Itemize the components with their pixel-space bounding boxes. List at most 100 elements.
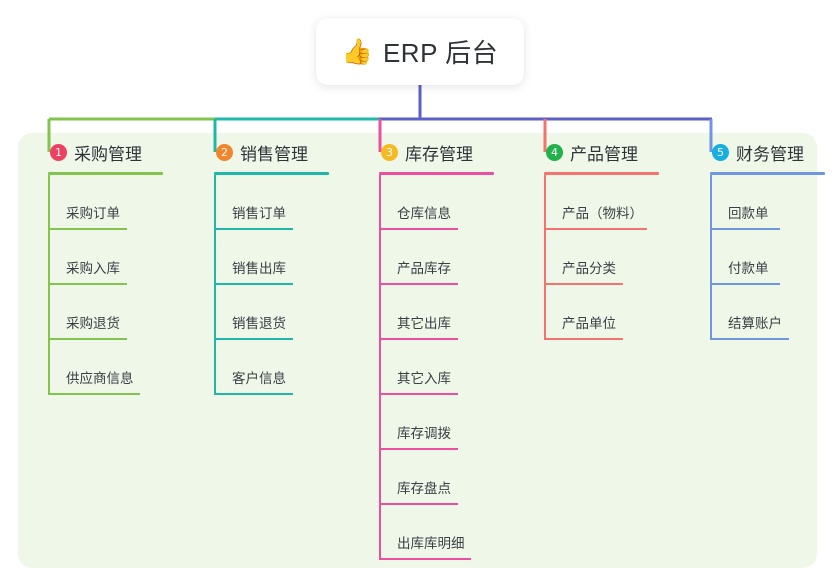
branch-spine <box>379 175 381 560</box>
branch-item-label: 客户信息 <box>232 371 286 386</box>
branch-item-underline <box>379 558 471 560</box>
branch-item[interactable]: 销售退货 <box>198 285 329 340</box>
branch-item-label: 销售退货 <box>232 316 286 331</box>
branch-item-label: 产品分类 <box>562 261 616 276</box>
branch-item-underline <box>379 283 458 285</box>
branch-item[interactable]: 产品分类 <box>528 230 659 285</box>
branch-item[interactable]: 销售出库 <box>198 230 329 285</box>
branch-item-label: 结算账户 <box>728 316 782 331</box>
branch-item-list: 仓库信息产品库存其它出库其它入库库存调拨库存盘点出库库明细 <box>363 175 494 560</box>
root-node[interactable]: 👍 ERP 后台 <box>316 18 524 85</box>
branch-title: 产品管理 <box>570 144 638 164</box>
branch-item-label: 库存调拨 <box>397 426 451 441</box>
thumbs-up-icon: 👍 <box>341 37 373 66</box>
branch-item[interactable]: 库存调拨 <box>363 395 494 450</box>
branch-item-label: 回款单 <box>728 206 769 221</box>
branch-item-label: 产品（物料） <box>562 206 643 221</box>
branch-underline <box>214 172 329 175</box>
branch-header[interactable]: 1 采购管理 <box>32 139 163 165</box>
branch-item-underline <box>214 283 293 285</box>
branch-item-label: 出库库明细 <box>397 536 465 551</box>
branch-item-underline <box>544 228 647 230</box>
branch-item[interactable]: 产品库存 <box>363 230 494 285</box>
branch-item-underline <box>214 228 293 230</box>
branch-item-label: 产品单位 <box>562 316 616 331</box>
branch-item-label: 付款单 <box>728 261 769 276</box>
branch-item[interactable]: 采购订单 <box>32 175 163 230</box>
branch-item[interactable]: 产品单位 <box>528 285 659 340</box>
root-node-title: ERP 后台 <box>382 38 499 68</box>
branch-item-label: 其它出库 <box>397 316 451 331</box>
branch-item-list: 回款单付款单结算账户 <box>694 175 825 340</box>
branch-item-underline <box>214 393 293 395</box>
branch-item[interactable]: 其它出库 <box>363 285 494 340</box>
branch-header[interactable]: 2 销售管理 <box>198 139 329 165</box>
branch-underline <box>544 172 659 175</box>
branch-column: 1 采购管理采购订单采购入库采购退货供应商信息 <box>32 139 163 395</box>
branch-underline <box>379 172 494 175</box>
branch-spine <box>544 175 546 340</box>
branch-item[interactable]: 客户信息 <box>198 340 329 395</box>
branch-spine <box>214 175 216 395</box>
branch-item[interactable]: 采购入库 <box>32 230 163 285</box>
branch-item-underline <box>710 338 789 340</box>
branch-item-underline <box>710 283 780 285</box>
branch-item-underline <box>379 228 458 230</box>
branch-underline <box>48 172 163 175</box>
branch-title: 财务管理 <box>736 144 804 164</box>
branch-item[interactable]: 付款单 <box>694 230 825 285</box>
branch-item-label: 采购订单 <box>66 206 120 221</box>
branch-title: 库存管理 <box>405 144 473 164</box>
branch-column: 2 销售管理销售订单销售出库销售退货客户信息 <box>198 139 329 395</box>
branch-item-underline <box>48 228 127 230</box>
branch-item-label: 采购入库 <box>66 261 120 276</box>
branch-item-label: 库存盘点 <box>397 481 451 496</box>
branch-item-label: 仓库信息 <box>397 206 451 221</box>
branch-item[interactable]: 回款单 <box>694 175 825 230</box>
branch-item-underline <box>544 283 623 285</box>
branch-item[interactable]: 库存盘点 <box>363 450 494 505</box>
branch-item[interactable]: 供应商信息 <box>32 340 163 395</box>
branch-item-underline <box>379 448 458 450</box>
branch-item-underline <box>710 228 780 230</box>
branch-item-underline <box>379 393 458 395</box>
branch-item-underline <box>379 503 458 505</box>
branch-item-underline <box>48 393 140 395</box>
branch-item-label: 产品库存 <box>397 261 451 276</box>
branch-item-underline <box>214 338 293 340</box>
branch-title: 采购管理 <box>74 144 142 164</box>
branch-number-badge: 4 <box>546 143 563 161</box>
diagram-panel <box>18 133 817 568</box>
branch-item-underline <box>48 338 127 340</box>
branch-header[interactable]: 3 库存管理 <box>363 139 494 165</box>
branch-item-label: 销售出库 <box>232 261 286 276</box>
branch-number-badge: 2 <box>216 143 233 161</box>
branch-item[interactable]: 产品（物料） <box>528 175 659 230</box>
branch-item[interactable]: 结算账户 <box>694 285 825 340</box>
branch-spine <box>710 175 712 340</box>
branch-item[interactable]: 仓库信息 <box>363 175 494 230</box>
branch-underline <box>710 172 825 175</box>
branch-title: 销售管理 <box>240 144 308 164</box>
branch-item-label: 采购退货 <box>66 316 120 331</box>
branch-item-underline <box>379 338 458 340</box>
branch-item[interactable]: 其它入库 <box>363 340 494 395</box>
branch-item-list: 产品（物料） 产品分类产品单位 <box>528 175 659 340</box>
branch-number-badge: 1 <box>50 143 67 161</box>
branch-number-badge: 3 <box>381 143 398 161</box>
branch-item-list: 采购订单采购入库采购退货供应商信息 <box>32 175 163 395</box>
branch-item-label: 销售订单 <box>232 206 286 221</box>
branch-item[interactable]: 采购退货 <box>32 285 163 340</box>
branch-header[interactable]: 4 产品管理 <box>528 139 659 165</box>
branch-item-underline <box>48 283 127 285</box>
branch-item-list: 销售订单销售出库销售退货客户信息 <box>198 175 329 395</box>
branch-spine <box>48 175 50 395</box>
branch-item[interactable]: 出库库明细 <box>363 505 494 560</box>
branch-item-label: 供应商信息 <box>66 371 134 386</box>
branch-column: 3 库存管理仓库信息产品库存其它出库其它入库库存调拨库存盘点出库库明细 <box>363 139 494 560</box>
branch-column: 4 产品管理产品（物料） 产品分类产品单位 <box>528 139 659 340</box>
branch-item[interactable]: 销售订单 <box>198 175 329 230</box>
branch-item-underline <box>544 338 623 340</box>
